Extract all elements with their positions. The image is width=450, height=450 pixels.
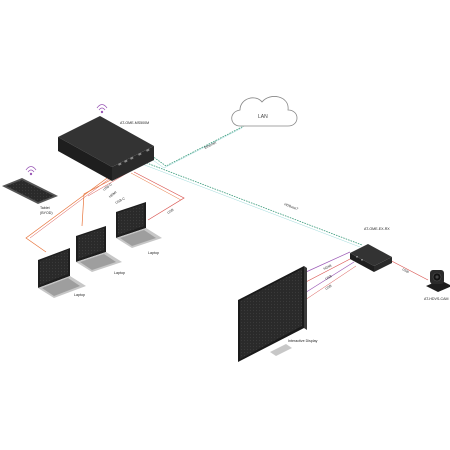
interactive-display: Interactive Display: [238, 266, 318, 362]
hdbaset-label: HDBaseT: [284, 202, 299, 211]
rx-touch-label: USB: [324, 283, 333, 290]
tablet-wifi-icon: [25, 166, 37, 176]
cloud-icon: [231, 96, 298, 127]
laptop-front: Laptop: [38, 248, 86, 298]
ethernet-label: Ethernet: [204, 140, 217, 149]
rx-touch-cable: [299, 261, 355, 297]
hdmi-label-b: HDMI: [108, 190, 117, 199]
usbc-label-a: USB-C: [102, 182, 113, 192]
ethernet-cable: [151, 125, 245, 167]
display-label: Interactive Display: [288, 339, 318, 343]
rx-hdmi-label: HDMI: [323, 264, 333, 271]
rx-cam-label: USB: [402, 267, 411, 274]
laptop-front-label: Laptop: [74, 293, 85, 297]
usbc-label-c: USB-C: [115, 196, 127, 205]
tablet-label-line1: Tablet: [40, 206, 50, 210]
receiver-label: AT-OME-EX-RX: [364, 227, 390, 231]
rx-usb-label: USB: [325, 274, 334, 281]
laptop-back-label: Laptop: [148, 251, 159, 255]
camera-label: AT-HDVS-CAM: [424, 297, 449, 301]
laptop-back: Laptop: [116, 202, 162, 255]
rx-usb-cable: [301, 257, 353, 285]
wifi-icon: [96, 104, 108, 114]
rx-hdmi-cable: [305, 251, 351, 273]
camera-device: AT-HDVS-CAM: [424, 270, 450, 301]
tablet-label-line2: (BYOD): [40, 211, 53, 215]
laptop-mid-label: Laptop: [114, 271, 125, 275]
hdmi-cable-front: [29, 169, 122, 239]
lan-cloud: LAN: [231, 96, 298, 127]
laptop-mid: Laptop: [76, 226, 125, 275]
switcher-device: AT-OME-MS500M: [58, 104, 154, 181]
hdbaset-cable: [143, 161, 363, 246]
switcher-label: AT-OME-MS500M: [120, 121, 149, 125]
usbc-cable-front: [25, 169, 119, 253]
receiver-device: AT-OME-EX-RX: [350, 227, 392, 272]
usb-label-back: USB: [166, 207, 175, 214]
usb-cable-back: [133, 171, 185, 221]
tablet-device: Tablet (BYOD): [2, 166, 58, 215]
cable-labels: Ethernet HDBaseT USB-C HDMI USB-C USB HD…: [102, 140, 410, 290]
cloud-label: LAN: [258, 114, 268, 120]
